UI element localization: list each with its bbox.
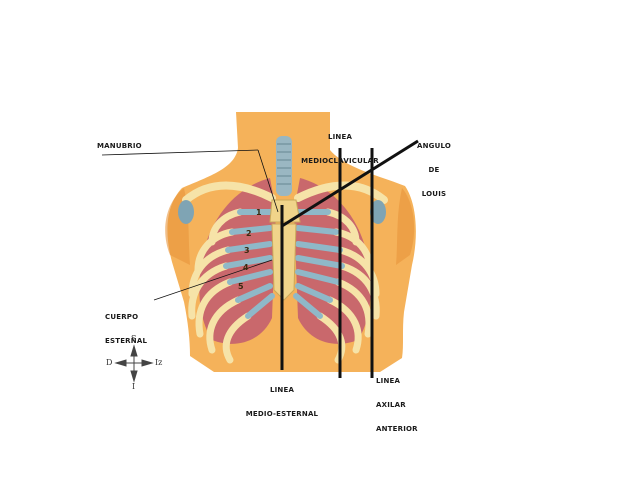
sternum: [269, 199, 301, 301]
label-line-2: DE: [428, 166, 440, 174]
label-line-1: ANGULO: [416, 142, 452, 150]
label-line-2: MEDIOCLAVICULAR: [301, 157, 379, 165]
label-line-3: LOUIS: [421, 190, 447, 198]
compass-superior: S: [131, 334, 137, 343]
orientation-compass: [114, 344, 154, 383]
cuerpo-esternal-leader: [153, 259, 273, 301]
label-line-1: LINEA: [327, 133, 353, 141]
label-line-1: LINEA: [376, 377, 401, 385]
rib-number-1: 1: [256, 208, 262, 217]
rib-number-4: 4: [243, 263, 249, 272]
label-manubrio: MANUBRIO: [97, 142, 142, 150]
label-linea-axilar-anterior: LINEA AXILAR ANTERIOR: [376, 361, 418, 449]
compass-izquierda: Iz: [155, 358, 163, 367]
angulo-de-louis-line: [281, 139, 419, 228]
ribs-right: [188, 208, 275, 364]
right-clavicle: [182, 181, 276, 204]
compass-inferior: I: [132, 382, 136, 391]
label-line-1: CUERPO: [105, 313, 139, 321]
left-lung: [294, 178, 371, 344]
trachea-tube: [276, 136, 292, 196]
label-angulo-de-louis: ANGULO DE LOUIS: [410, 126, 458, 214]
label-linea-medioclavicular: LINEA MEDIOCLAVICULAR: [300, 117, 380, 181]
label-cuerpo-esternal: CUERPO ESTERNAL: [105, 297, 147, 361]
shoulder-joints: [178, 200, 386, 224]
manubrio-leader: [101, 149, 259, 156]
sternal-body: [271, 223, 297, 301]
trachea: [276, 136, 292, 196]
manubrium: [269, 199, 301, 223]
reference-lines: [101, 139, 419, 378]
label-line-3: ANTERIOR: [376, 425, 418, 433]
rib-number-2: 2: [246, 229, 252, 238]
label-line-2: MEDIO-ESTERNAL: [245, 410, 319, 418]
manubrio-leader-tip: [257, 149, 279, 213]
rib-number-5: 5: [238, 282, 244, 291]
compass-derecha: D: [106, 358, 113, 367]
rib-number-3: 3: [244, 246, 250, 255]
label-line-2: ESTERNAL: [105, 337, 148, 345]
label-line-2: AXILAR: [376, 401, 406, 409]
label-linea-medio-esternal: LINEA MEDIO-ESTERNAL: [242, 370, 322, 434]
label-line-1: LINEA: [269, 386, 295, 394]
right-shoulder-shadow: [396, 188, 415, 265]
